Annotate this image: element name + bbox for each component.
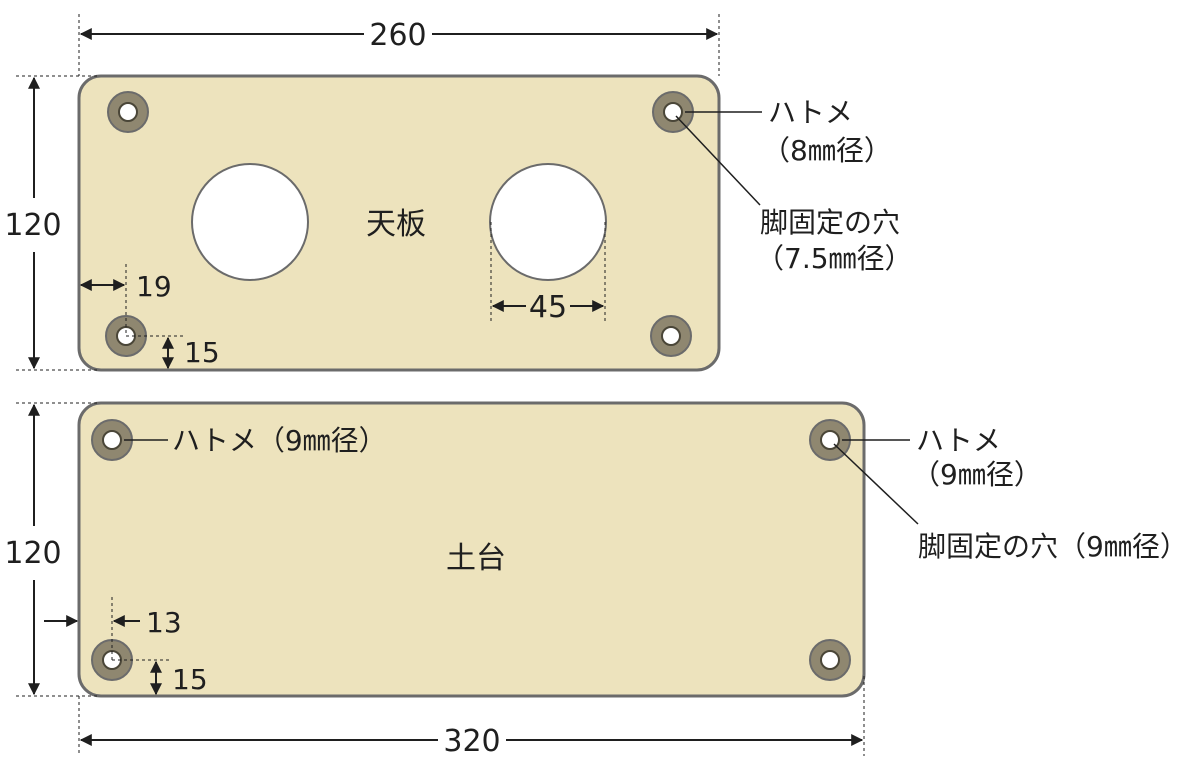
base-eyelet-label-right-line1: ハトメ — [916, 424, 1001, 457]
base-eyelet-bottom-right — [809, 639, 851, 681]
top-eyelet-callout: ハトメ （8㎜径） — [685, 96, 892, 167]
base-edge-x-dimension: 13 — [44, 597, 182, 660]
top-edge-y-dimension: 15 — [126, 335, 220, 370]
top-plate-title: 天板 — [366, 207, 426, 242]
hole-diameter-dimension: 45 — [490, 222, 606, 325]
base-width-dimension: 320 — [78, 676, 865, 759]
base-edge-x-label: 13 — [146, 606, 182, 639]
base-leg-hole-label: 脚固定の穴（9㎜径） — [918, 530, 1188, 563]
top-edge-y-label: 15 — [184, 336, 220, 369]
base-height-label: 120 — [4, 536, 61, 571]
base-edge-y-label: 15 — [172, 663, 208, 696]
top-eyelet-top-right — [652, 91, 694, 133]
top-leg-hole-label-line1: 脚固定の穴 — [760, 206, 900, 239]
base-plate — [77, 401, 866, 698]
top-plate-hole-left — [191, 163, 309, 281]
base-eyelet-label-left: ハトメ（9㎜径） — [172, 424, 387, 457]
top-eyelet-label-line1: ハトメ — [768, 96, 853, 129]
top-leg-hole-label-line2: （7.5㎜径） — [756, 242, 913, 275]
top-height-dimension: 120 — [4, 75, 100, 371]
base-plate-title: 土台 — [446, 541, 506, 576]
hole-diameter-label: 45 — [529, 290, 567, 325]
top-width-dimension: 260 — [78, 14, 720, 76]
base-eyelet-left-callout: ハトメ（9㎜径） — [124, 424, 387, 457]
base-width-label: 320 — [443, 724, 500, 759]
base-eyelet-right-callout: ハトメ （9㎜径） — [842, 424, 1042, 491]
base-leg-hole-callout: 脚固定の穴（9㎜径） — [833, 443, 1188, 563]
top-edge-x-dimension: 19 — [79, 264, 172, 336]
base-height-dimension: 120 — [4, 402, 100, 697]
top-eyelet-label-line2: （8㎜径） — [762, 134, 892, 167]
top-leg-hole-callout: 脚固定の穴 （7.5㎜径） — [675, 115, 913, 275]
top-plate — [77, 74, 721, 372]
top-width-label: 260 — [369, 18, 426, 53]
base-edge-y-dimension: 15 — [112, 659, 208, 696]
top-eyelet-bottom-right — [650, 315, 692, 357]
top-height-label: 120 — [4, 208, 61, 243]
top-edge-x-label: 19 — [136, 270, 172, 303]
top-eyelet-top-left — [107, 91, 149, 133]
base-eyelet-label-right-line2: （9㎜径） — [912, 458, 1042, 491]
top-plate-hole-right — [489, 163, 607, 281]
